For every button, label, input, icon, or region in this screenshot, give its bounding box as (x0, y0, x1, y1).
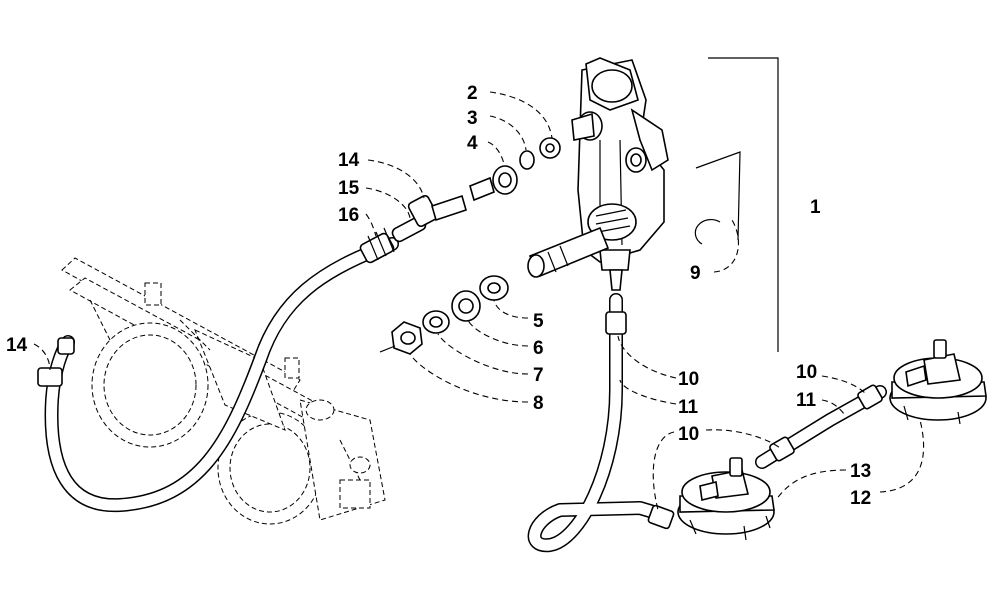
callout-9: 9 (690, 263, 701, 284)
shaft-assembly (527, 226, 610, 278)
washer-7 (422, 310, 450, 334)
callout-16: 16 (338, 205, 359, 226)
clamp-14-left (37, 337, 75, 387)
fuel-pump-body (571, 57, 669, 291)
callout-8: 8 (533, 393, 544, 414)
clamp-10-upper (605, 311, 627, 335)
callout-6: 6 (533, 338, 544, 359)
clamp-10-right (857, 384, 883, 410)
callout-15: 15 (338, 178, 360, 199)
washer-6 (451, 290, 481, 322)
fitting-4 (469, 165, 518, 202)
o-ring-3 (519, 150, 535, 170)
valve-13 (677, 457, 775, 541)
callout-5: 5 (533, 311, 544, 332)
clamp-14-top (407, 194, 467, 228)
fitting-16 (359, 215, 427, 264)
callout-10-b: 10 (678, 424, 699, 445)
callout-7: 7 (533, 365, 544, 386)
washer-2 (539, 137, 561, 159)
callout-10-a: 10 (678, 369, 699, 390)
clip-9 (694, 151, 741, 245)
callout-14-left: 14 (6, 335, 28, 356)
clamp-10-mid (769, 436, 795, 462)
callout-12: 12 (850, 488, 871, 509)
callout-11-a: 11 (678, 397, 699, 418)
callout-4: 4 (467, 133, 478, 154)
callout-3: 3 (467, 108, 478, 129)
valve-12 (889, 339, 987, 425)
callout-1: 1 (810, 197, 821, 218)
carburetor-assembly (61, 257, 386, 525)
callout-14-top: 14 (338, 150, 360, 171)
callout-2: 2 (467, 83, 478, 104)
callout-13: 13 (850, 461, 871, 482)
washer-5 (479, 275, 509, 301)
clamp-10-lower (647, 504, 675, 530)
nut-8 (379, 321, 423, 355)
callout-labels: 1 2 3 4 5 6 7 8 9 10 10 10 11 11 12 13 1… (6, 83, 871, 509)
callout-10-c: 10 (796, 362, 817, 383)
leader-lines (33, 91, 925, 511)
callout-11-b: 11 (796, 390, 817, 411)
group-bracket-1 (708, 57, 779, 352)
